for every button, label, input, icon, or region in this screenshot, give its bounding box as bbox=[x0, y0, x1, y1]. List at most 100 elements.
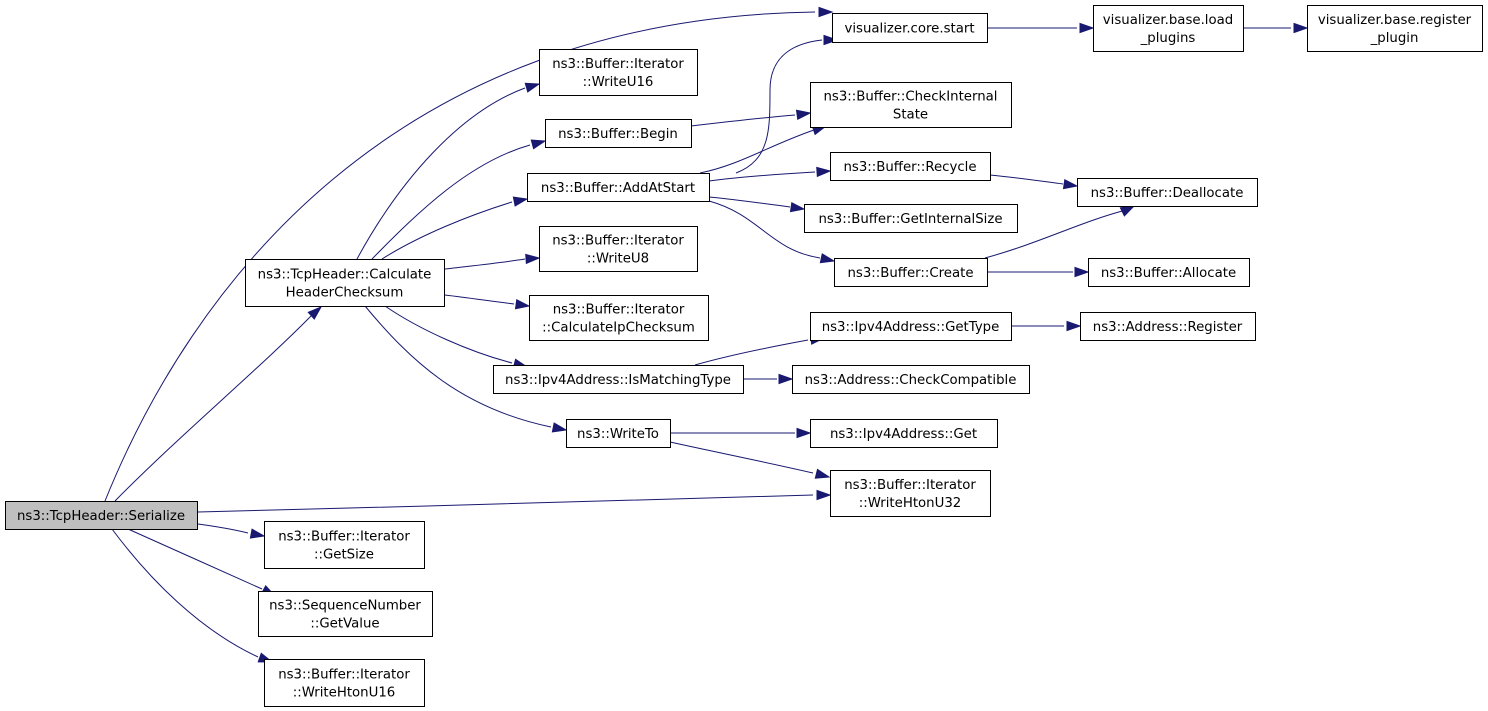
node-box[interactable] bbox=[258, 591, 433, 637]
node-label: ns3::Buffer::AddAtStart bbox=[541, 181, 695, 196]
edge-line bbox=[197, 494, 814, 513]
arrowhead-icon bbox=[514, 299, 531, 310]
arrowhead-icon bbox=[778, 373, 794, 385]
node-buffer-get-internal-size[interactable]: ns3::Buffer::GetInternalSize bbox=[804, 204, 1018, 233]
node-box[interactable] bbox=[830, 152, 991, 181]
edge-calc_header_checksum-to-iter_write_u16 bbox=[356, 82, 541, 260]
node-buffer-allocate[interactable]: ns3::Buffer::Allocate bbox=[1088, 258, 1250, 287]
edge-serialize-to-iter_write_hton_u16 bbox=[111, 528, 274, 663]
edge-serialize-to-seqnum_get_value bbox=[127, 528, 277, 597]
node-box[interactable] bbox=[1080, 312, 1256, 341]
node-box[interactable] bbox=[832, 13, 988, 43]
arrowhead-icon bbox=[823, 34, 839, 46]
node-box[interactable] bbox=[810, 82, 1012, 128]
node-label: ns3::Buffer::Deallocate bbox=[1091, 186, 1244, 201]
edge-line bbox=[356, 87, 526, 260]
node-box[interactable] bbox=[264, 521, 425, 569]
edge-line bbox=[114, 314, 313, 502]
edge-serialize-to-calc_header_checksum bbox=[114, 305, 323, 502]
node-box[interactable] bbox=[792, 365, 1030, 394]
node-label: ::WriteU16 bbox=[583, 75, 654, 90]
node-box[interactable] bbox=[810, 312, 1012, 341]
edge-calc_header_checksum-to-iter_calc_ip_checksum bbox=[444, 294, 531, 310]
edge-serialize-to-iter_get_size bbox=[197, 523, 266, 539]
node-box[interactable] bbox=[1077, 178, 1258, 207]
arrowhead-icon bbox=[1119, 205, 1136, 217]
node-write-to[interactable]: ns3::WriteTo bbox=[566, 419, 671, 448]
node-label: ns3::Ipv4Address::GetType bbox=[822, 320, 1000, 335]
node-vis-core-start[interactable]: visualizer.core.start bbox=[832, 13, 988, 43]
node-label: ns3::Buffer::Iterator bbox=[278, 530, 410, 545]
node-label: ns3::Buffer::Iterator bbox=[278, 668, 410, 683]
arrowhead-icon bbox=[525, 253, 541, 265]
node-iter-get-size[interactable]: ns3::Buffer::Iterator::GetSize bbox=[264, 521, 425, 569]
edge-buffer_add_at_start-to-buffer_create bbox=[708, 200, 836, 264]
edge-line bbox=[364, 305, 552, 428]
node-label: ns3::Buffer::Iterator bbox=[553, 303, 685, 318]
node-box[interactable] bbox=[527, 173, 710, 202]
node-label: ::CalculateIpChecksum bbox=[542, 321, 695, 336]
node-label: ns3::Buffer::GetInternalSize bbox=[818, 212, 1002, 227]
node-box[interactable] bbox=[539, 226, 698, 272]
arrowhead-icon bbox=[551, 422, 568, 433]
node-box[interactable] bbox=[529, 295, 709, 341]
edge-calc_header_checksum-to-ipv4_is_matching_type bbox=[384, 305, 529, 369]
edge-calc_header_checksum-to-buffer_begin bbox=[371, 139, 547, 260]
node-box[interactable] bbox=[245, 259, 445, 307]
node-buffer-recycle[interactable]: ns3::Buffer::Recycle bbox=[830, 152, 991, 181]
edge-calc_header_checksum-to-iter_write_u8 bbox=[444, 253, 541, 270]
node-box[interactable] bbox=[1088, 258, 1250, 287]
node-iter-write-u8[interactable]: ns3::Buffer::Iterator::WriteU8 bbox=[539, 226, 698, 272]
node-iter-write-hton-u16[interactable]: ns3::Buffer::Iterator::WriteHtonU16 bbox=[264, 659, 425, 707]
arrowhead-icon bbox=[249, 528, 266, 539]
edge-buffer_add_at_start-to-buffer_recycle bbox=[708, 166, 832, 182]
arrowhead-icon bbox=[512, 196, 529, 207]
node-box[interactable] bbox=[804, 204, 1018, 233]
node-serialize[interactable]: ns3::TcpHeader::Serialize bbox=[5, 501, 198, 530]
node-box[interactable] bbox=[539, 49, 698, 96]
node-seqnum-get-value[interactable]: ns3::SequenceNumber::GetValue bbox=[258, 591, 433, 637]
node-iter-write-u16[interactable]: ns3::Buffer::Iterator::WriteU16 bbox=[539, 49, 698, 96]
node-label: ::WriteU8 bbox=[587, 252, 649, 267]
node-ipv4-get[interactable]: ns3::Ipv4Address::Get bbox=[810, 419, 998, 448]
node-label: ns3::Buffer::Iterator bbox=[552, 57, 684, 72]
node-label: ns3::Ipv4Address::IsMatchingType bbox=[505, 373, 731, 388]
node-box[interactable] bbox=[566, 419, 671, 448]
node-label: _plugins bbox=[1140, 31, 1196, 46]
node-buffer-add-at-start[interactable]: ns3::Buffer::AddAtStart bbox=[527, 173, 710, 202]
edge-line bbox=[984, 209, 1127, 259]
node-iter-write-hton-u32[interactable]: ns3::Buffer::Iterator::WriteHtonU32 bbox=[830, 470, 991, 517]
node-iter-calc-ip-checksum[interactable]: ns3::Buffer::Iterator::CalculateIpChecks… bbox=[529, 295, 709, 341]
edge-buffer_recycle-to-buffer_deallocate bbox=[989, 174, 1079, 190]
edge-serialize-to-vis_core_start bbox=[104, 6, 834, 502]
node-buffer-deallocate[interactable]: ns3::Buffer::Deallocate bbox=[1077, 178, 1258, 207]
node-box[interactable] bbox=[834, 258, 988, 287]
node-box[interactable] bbox=[5, 501, 198, 530]
edge-line bbox=[127, 528, 263, 590]
node-box[interactable] bbox=[264, 659, 425, 707]
node-box[interactable] bbox=[810, 419, 998, 448]
node-ipv4-is-matching-type[interactable]: ns3::Ipv4Address::IsMatchingType bbox=[493, 365, 744, 394]
node-vis-base-register-plugin[interactable]: visualizer.base.register_plugin bbox=[1307, 5, 1483, 52]
node-vis-base-load-plugins[interactable]: visualizer.base.load_plugins bbox=[1093, 5, 1244, 52]
node-box[interactable] bbox=[545, 119, 692, 148]
node-buffer-begin[interactable]: ns3::Buffer::Begin bbox=[545, 119, 692, 148]
node-box[interactable] bbox=[493, 365, 744, 394]
arrowhead-icon bbox=[816, 166, 832, 178]
edge-line bbox=[694, 339, 809, 366]
node-label: visualizer.base.register bbox=[1318, 13, 1472, 28]
node-box[interactable] bbox=[1093, 5, 1244, 52]
node-address-check-compatible[interactable]: ns3::Address::CheckCompatible bbox=[792, 365, 1030, 394]
node-buffer-create[interactable]: ns3::Buffer::Create bbox=[834, 258, 988, 287]
node-box[interactable] bbox=[830, 470, 991, 517]
node-address-register[interactable]: ns3::Address::Register bbox=[1080, 312, 1256, 341]
node-ipv4-get-type[interactable]: ns3::Ipv4Address::GetType bbox=[810, 312, 1012, 341]
node-label: ns3::Buffer::Begin bbox=[558, 127, 678, 142]
nodes-layer: ns3::TcpHeader::Serialize ns3::TcpHeader:… bbox=[5, 5, 1483, 707]
arrowhead-icon bbox=[795, 109, 812, 120]
node-label: ns3::Buffer::Create bbox=[847, 266, 973, 281]
node-box[interactable] bbox=[1307, 5, 1483, 52]
